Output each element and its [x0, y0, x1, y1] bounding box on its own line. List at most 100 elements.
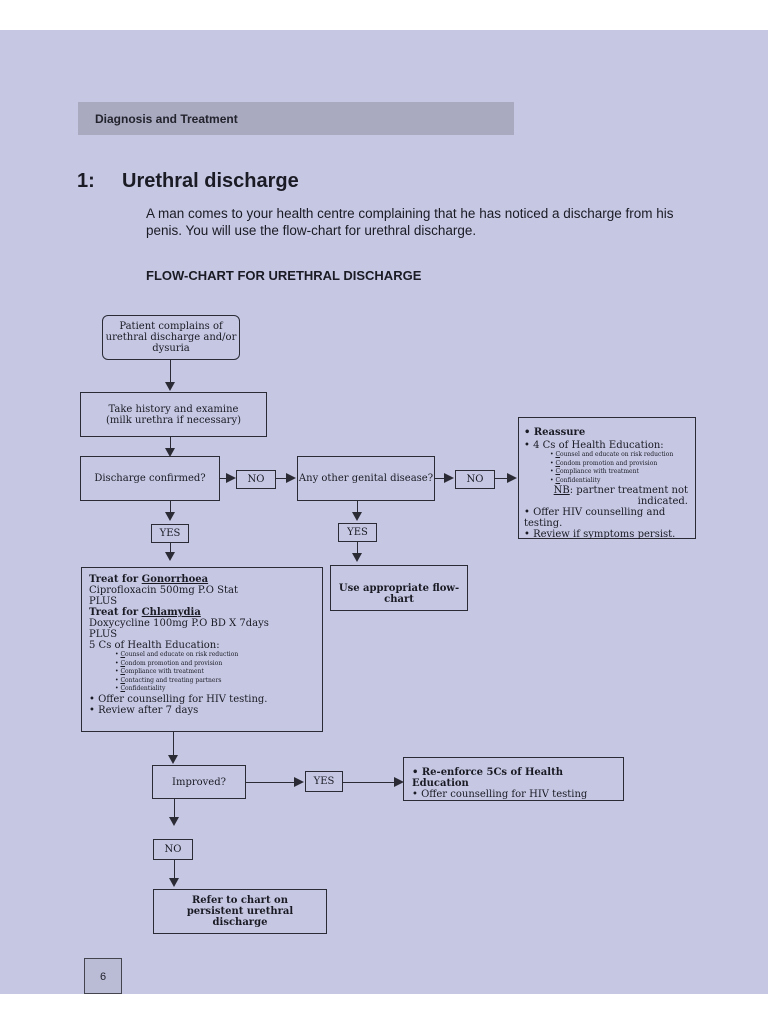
yes-label: YES: [151, 524, 189, 543]
yes-label: YES: [305, 771, 343, 792]
item-initial: C: [120, 685, 126, 692]
improved-text: Improved?: [172, 776, 226, 788]
item-rest: onfidentiality: [560, 476, 601, 484]
section-number: 1:: [77, 170, 95, 192]
history-node: Take history and examine (milk urethra i…: [80, 392, 267, 437]
refer-node: Refer to chart on persistent urethral di…: [153, 889, 327, 934]
connector: [174, 799, 175, 818]
chlamydia-label: Chlamydia: [141, 607, 201, 618]
arrow-right: [444, 473, 454, 483]
item-initial: C: [555, 468, 561, 475]
item-rest: ondom promotion and provision: [125, 659, 223, 667]
four-cs-list: Counsel and educate on risk reductionCon…: [524, 451, 690, 485]
page-number: 6: [84, 958, 122, 994]
flowchart-heading: FLOW-CHART FOR URETHRAL DISCHARGE: [146, 268, 422, 283]
arrow-right: [394, 777, 404, 787]
arrow-down: [165, 448, 175, 457]
health-education-item: Counsel and educate on risk reduction: [115, 651, 315, 660]
connector: [170, 543, 171, 553]
doxy-line: Doxycycline 100mg P.O BD X 7days: [89, 618, 269, 629]
item-rest: onfidentiality: [125, 685, 166, 692]
item-rest: ondom promotion and provision: [560, 459, 658, 467]
connector: [246, 782, 294, 783]
yes-label: YES: [338, 523, 377, 542]
arrow-down: [352, 553, 362, 562]
health-education-item: Confidentiality: [550, 477, 690, 486]
connector: [170, 360, 171, 382]
reenforce-hiv-line: Offer counselling for HIV testing: [412, 789, 623, 800]
reassure-box: Reassure 4 Cs of Health Education: Couns…: [518, 417, 696, 540]
four-cs-heading: 4 Cs of Health Education:: [524, 440, 690, 451]
health-education-item: Counsel and educate on risk reduction: [550, 451, 690, 460]
connector: [357, 501, 358, 513]
item-rest: ontacting and treating partners: [125, 676, 222, 684]
five-cs-heading: 5 Cs of Health Education:: [89, 640, 220, 651]
connector: [357, 542, 358, 554]
item-initial: C: [120, 659, 126, 667]
cipro-line: Ciprofloxacin 500mg P.O Stat: [89, 585, 239, 596]
treat-gonorrhoea-line: Treat for Gonorrhoea: [89, 574, 315, 585]
discharge-confirmed-node: Discharge confirmed?: [80, 456, 220, 501]
arrow-right: [507, 473, 517, 483]
plus-line: PLUS: [89, 596, 118, 607]
item-initial: C: [555, 476, 561, 484]
health-education-item: Confidentiality: [115, 685, 315, 694]
no-label: NO: [236, 470, 276, 489]
item-rest: ompliance with treatment: [125, 668, 204, 675]
item-initial: C: [120, 651, 126, 658]
reassure-review: Review if symptoms persist.: [524, 529, 690, 540]
nb-line: NB: partner treatment not indicated.: [524, 485, 690, 507]
reenforce-box: Re-enforce 5Cs of Health Education Offer…: [403, 757, 624, 801]
no-label: NO: [455, 470, 495, 489]
nb-label: NB: [553, 485, 570, 496]
arrow-right: [226, 473, 236, 483]
five-cs-list: Counsel and educate on risk reductionCon…: [89, 651, 315, 694]
connector: [495, 478, 507, 479]
item-initial: C: [120, 668, 126, 675]
genital-disease-text: Any other genital disease?: [298, 473, 434, 484]
treatment-box: Treat for Gonorrhoea Ciprofloxacin 500mg…: [81, 567, 323, 732]
appropriate-flowchart-node: Use appropriate flow-chart: [330, 565, 468, 611]
connector: [343, 782, 394, 783]
reassure-text: Reassure: [524, 427, 690, 438]
health-education-item: Condom promotion and provision: [115, 660, 315, 669]
reassure-hiv: Offer HIV counselling and testing.: [524, 507, 690, 529]
no-label: NO: [153, 839, 193, 860]
discharge-confirmed-text: Discharge confirmed?: [94, 473, 206, 484]
treat-chlamydia-line: Treat for Chlamydia: [89, 607, 315, 618]
document-page: Diagnosis and Treatment 1: Urethral disc…: [0, 30, 768, 994]
genital-disease-node: Any other genital disease?: [297, 456, 435, 501]
arrow-down: [165, 382, 175, 391]
connector: [173, 732, 174, 756]
reenforce-line: Re-enforce 5Cs of Health Education: [412, 767, 623, 789]
appropriate-flowchart-text: Use appropriate flow-chart: [338, 583, 460, 605]
arrow-right: [286, 473, 296, 483]
arrow-down: [169, 817, 179, 826]
start-node-text: Patient complains of urethral discharge …: [105, 321, 237, 354]
connector: [170, 501, 171, 513]
treat-for-label: Treat for: [89, 607, 142, 618]
section-title: Urethral discharge: [122, 170, 299, 192]
arrow-down: [352, 512, 362, 521]
arrow-right: [294, 777, 304, 787]
connector: [276, 478, 286, 479]
refer-text: Refer to chart on persistent urethral di…: [186, 895, 294, 928]
treat-for-label: Treat for: [89, 574, 142, 585]
arrow-down: [165, 512, 175, 521]
item-rest: ounsel and educate on risk reduction: [125, 651, 239, 658]
header-band: Diagnosis and Treatment: [78, 102, 514, 135]
health-education-item: Compliance with treatment: [115, 668, 315, 677]
connector: [435, 478, 444, 479]
treatment-hiv: Offer counselling for HIV testing.: [89, 694, 315, 705]
history-node-text: Take history and examine (milk urethra i…: [105, 403, 242, 426]
health-education-item: Condom promotion and provision: [550, 460, 690, 469]
item-rest: ounsel and educate on risk reduction: [560, 451, 674, 458]
arrow-down: [168, 755, 178, 764]
intro-paragraph: A man comes to your health centre compla…: [146, 206, 674, 238]
item-initial: C: [120, 676, 126, 684]
treatment-review: Review after 7 days: [89, 705, 315, 716]
connector: [174, 860, 175, 879]
arrow-down: [165, 552, 175, 561]
start-node: Patient complains of urethral discharge …: [102, 315, 240, 360]
improved-node: Improved?: [152, 765, 246, 799]
